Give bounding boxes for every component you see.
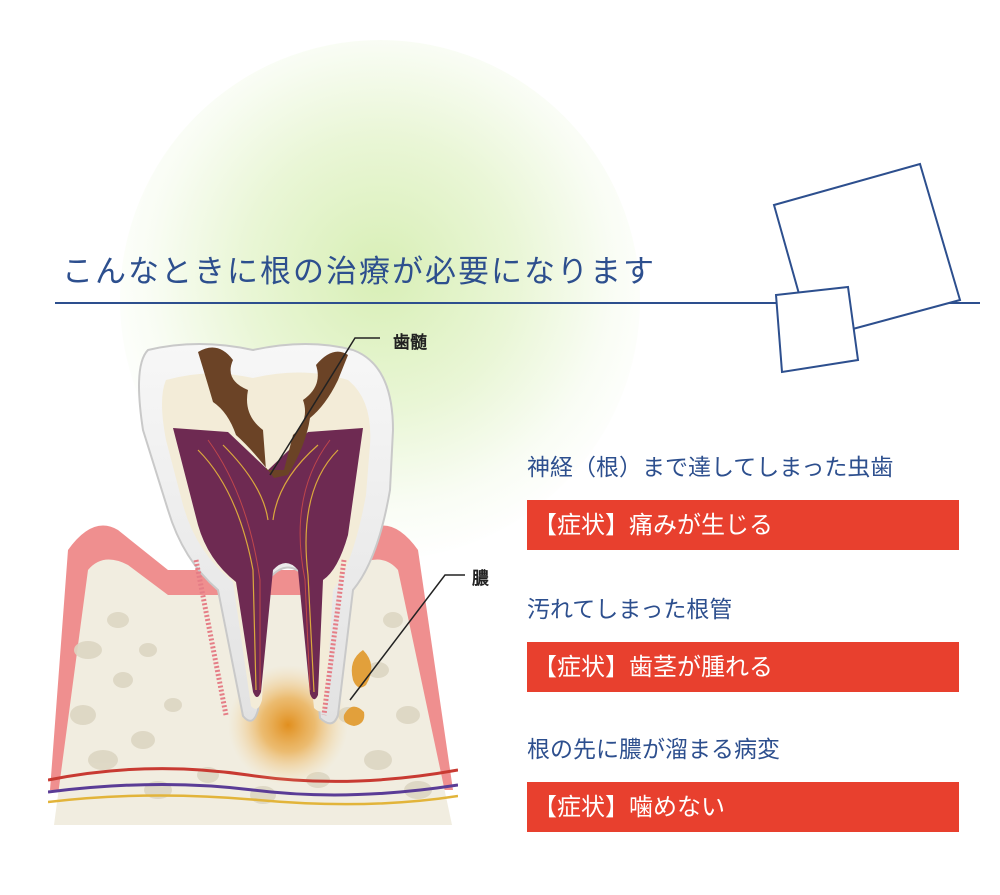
symptom-bar: 【症状】噛めない [527, 782, 959, 832]
label-pus: 膿 [472, 569, 489, 589]
symptom-bar: 【症状】痛みが生じる [527, 500, 959, 550]
symptom-bar: 【症状】歯茎が腫れる [527, 642, 959, 692]
label-pulp: 歯髄 [393, 333, 427, 353]
decorative-squares [772, 162, 962, 374]
condition-item-2: 汚れてしまった根管 【症状】歯茎が腫れる [527, 590, 967, 692]
pulp-chamber [173, 428, 363, 700]
condition-item-1: 神経（根）まで達してしまった虫歯 【症状】痛みが生じる [527, 448, 967, 550]
headline-rule [55, 302, 980, 304]
condition-title: 神経（根）まで達してしまった虫歯 [527, 455, 894, 481]
tooth-diagram [48, 343, 458, 825]
page-headline: こんなときに根の治療が必要になります [62, 254, 656, 290]
condition-title: 汚れてしまった根管 [527, 597, 733, 623]
condition-title: 根の先に膿が溜まる病変 [527, 737, 780, 763]
condition-item-3: 根の先に膿が溜まる病変 【症状】噛めない [527, 730, 967, 832]
